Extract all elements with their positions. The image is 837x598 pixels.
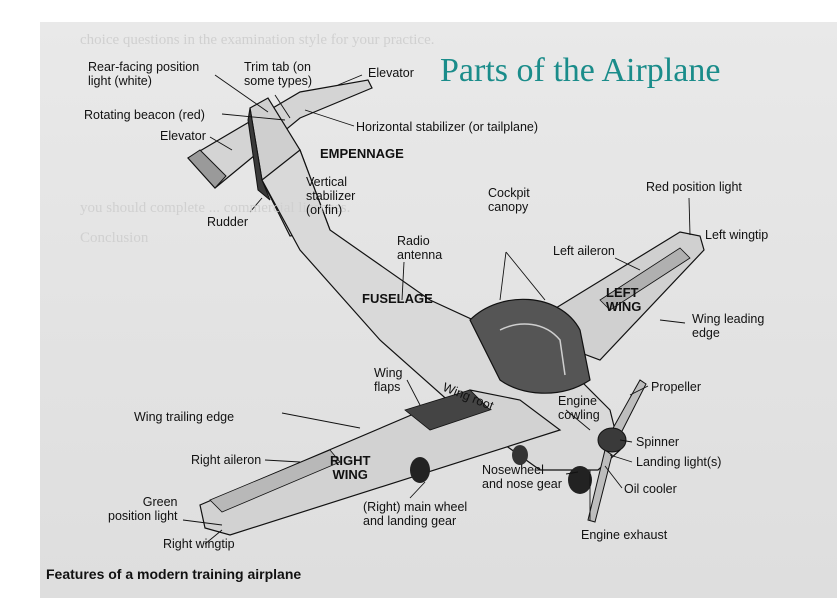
label-elevator-left: Elevator [160, 129, 206, 143]
label-elevator-top: Elevator [368, 66, 414, 80]
label-fuselage: FUSELAGE [362, 291, 433, 306]
left-main-wheel-shape [512, 445, 528, 465]
label-right-aileron: Right aileron [191, 453, 262, 467]
label-rudder: Rudder [207, 215, 248, 229]
background-text-line: choice questions in the examination styl… [80, 32, 435, 48]
label-propeller: Propeller [651, 380, 702, 394]
label-oil-cooler: Oil cooler [624, 482, 677, 496]
label-landing-lights: Landing light(s) [636, 455, 722, 469]
label-rotating-beacon: Rotating beacon (red) [84, 108, 205, 122]
spinner-shape [597, 427, 627, 453]
label-empennage: EMPENNAGE [320, 146, 404, 161]
nosewheel-shape [568, 466, 592, 494]
background-text-line: Conclusion [80, 230, 149, 246]
label-left-aileron: Left aileron [553, 244, 615, 258]
background-text-line: you should complete ... commercial licen… [80, 200, 351, 216]
label-nosewheel: Nosewheel and nose gear [482, 463, 562, 491]
label-main-wheel: (Right) main wheel and landing gear [363, 500, 468, 528]
label-engine-exhaust: Engine exhaust [581, 528, 668, 542]
elevator-shape [187, 149, 227, 189]
leader-lines [182, 74, 691, 545]
slide-title: Parts of the Airplane [440, 52, 721, 89]
label-cockpit-canopy: Cockpit canopy [488, 186, 530, 214]
label-vertical-stabilizer: Vertical stabilizer (or fin) [306, 175, 356, 217]
label-right-wingtip: Right wingtip [163, 537, 235, 551]
label-wing-flaps: Wing flaps [374, 366, 403, 394]
main-wheel-shape [410, 457, 430, 483]
label-trim-tab: Trim tab (on some types) [244, 60, 313, 88]
label-rear-position-light: Rear-facing position light (white) [88, 60, 200, 88]
canopy-frame [499, 323, 566, 376]
label-right-wing: RIGHT WING [330, 453, 371, 482]
label-spinner: Spinner [636, 435, 680, 449]
right-aileron-shape [209, 449, 341, 513]
label-horizontal-stabilizer: Horizontal stabilizer (or tailplane) [356, 120, 539, 134]
left-aileron-shape [599, 247, 691, 311]
label-left-wingtip: Left wingtip [705, 228, 769, 242]
label-radio-antenna: Radio antenna [397, 234, 443, 262]
figure-caption: Features of a modern training airplane [46, 566, 302, 582]
propeller-blade-top [611, 379, 647, 436]
canopy-shape [469, 298, 591, 394]
wing-flaps-shape [404, 389, 491, 431]
label-green-position-light: Green position light [108, 495, 178, 523]
label-engine-cowling: Engine cowling [558, 394, 600, 422]
label-wing-leading-edge: Wing leading edge [692, 312, 765, 340]
rudder-shape [247, 107, 271, 201]
label-wing-trailing-edge: Wing trailing edge [134, 410, 235, 424]
label-left-wing: LEFT WING [606, 285, 642, 314]
label-red-position-light: Red position light [646, 180, 742, 194]
